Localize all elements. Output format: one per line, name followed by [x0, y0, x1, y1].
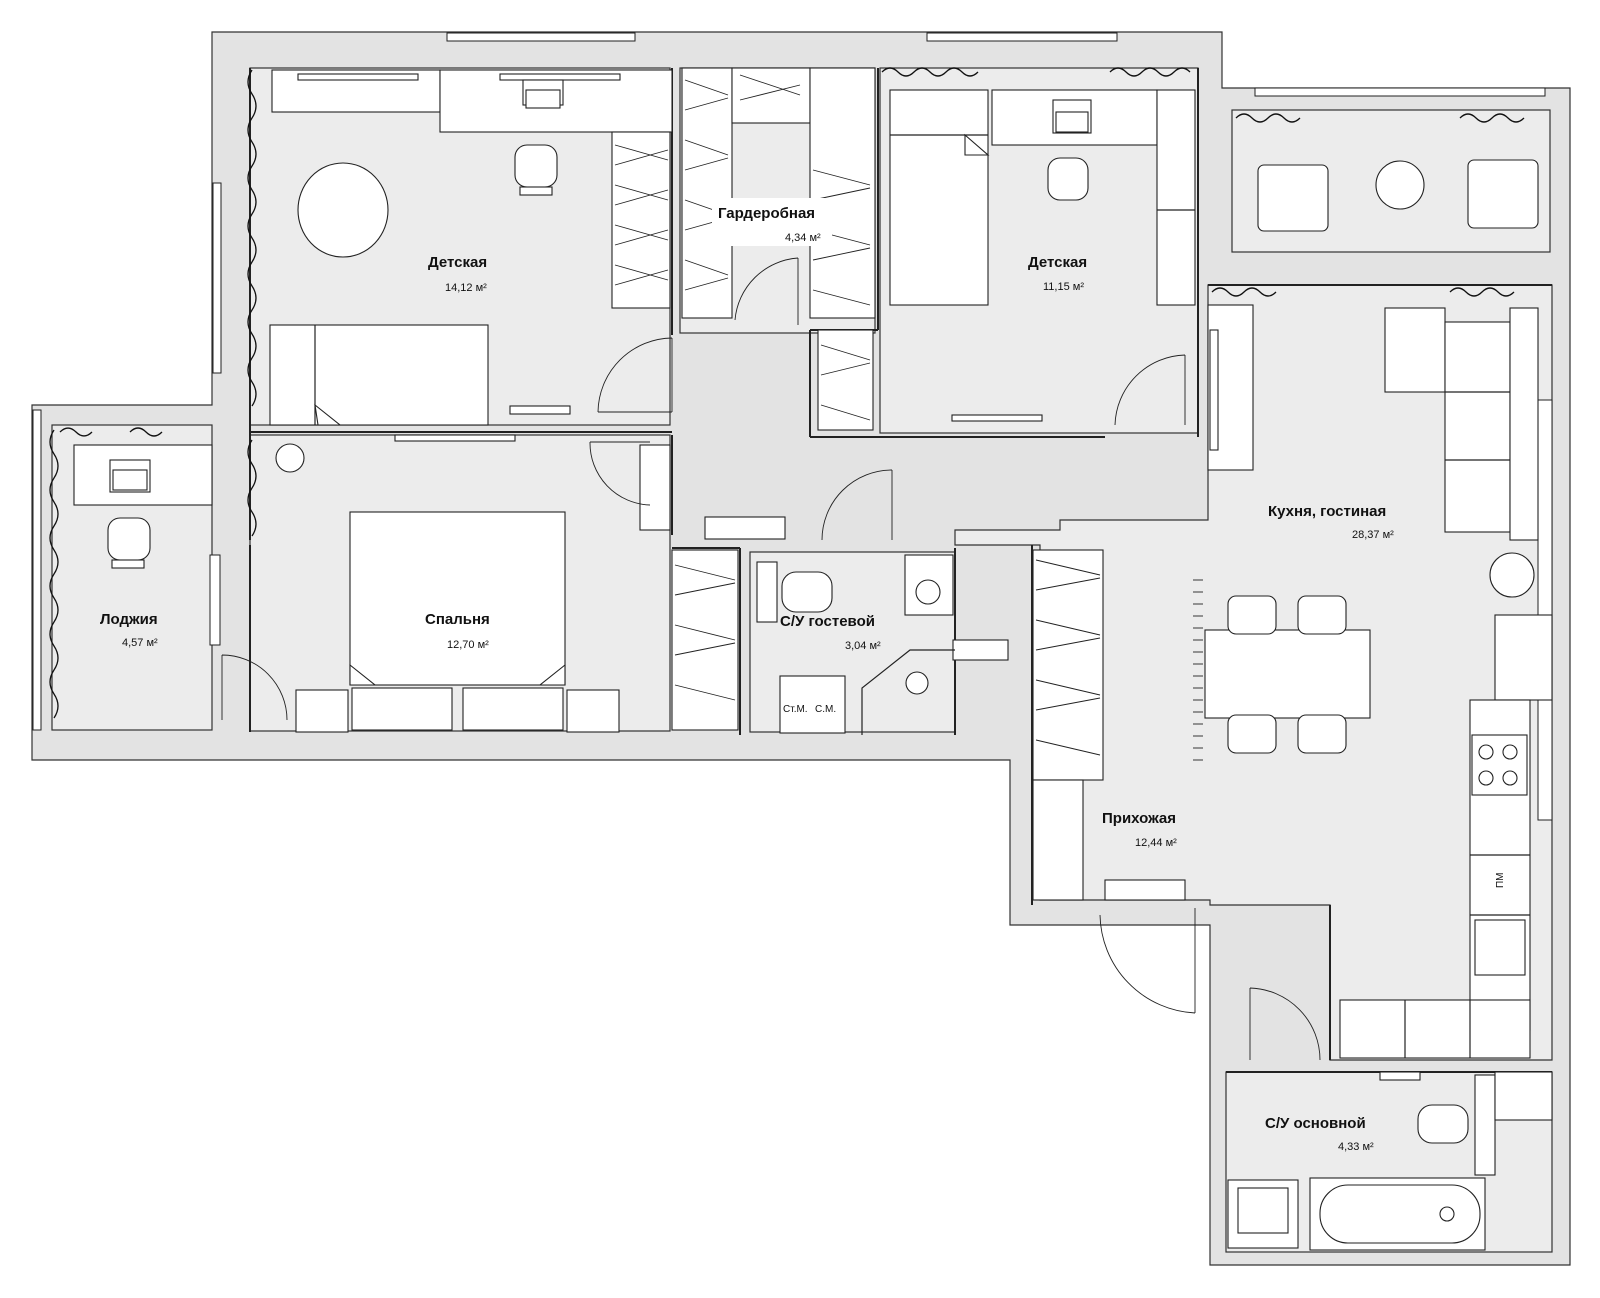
loggia-furniture — [49, 427, 213, 719]
round-rug — [297, 162, 389, 258]
room-loggia-area: 4,57 м² — [122, 637, 158, 649]
wardrobe-label-bg — [712, 198, 832, 246]
room-kids1-name: Детская — [428, 254, 487, 271]
wardrobe-door[interactable] — [734, 257, 799, 325]
room-bedroom-name: Спальня — [425, 611, 490, 628]
guest-bath-fixtures — [756, 554, 1009, 735]
wardrobe-hatch — [684, 74, 871, 421]
main-toilet — [1417, 1104, 1469, 1144]
sofa — [1384, 307, 1446, 393]
bedroom-furniture — [247, 434, 671, 733]
hall-wardrobe — [1032, 549, 1104, 781]
kids1-wardrobe-hatch — [614, 144, 669, 286]
room-kids2-area: 11,15 м² — [1043, 281, 1084, 293]
loggia-door[interactable] — [221, 654, 288, 721]
radiator-marks — [1193, 579, 1203, 761]
room-kids2-name: Детская — [1028, 254, 1087, 271]
room-kids1-area: 14,12 м² — [445, 282, 487, 294]
toilet — [781, 571, 833, 613]
hall-wardrobe-left — [671, 549, 739, 731]
room-main-bath-area: 4,33 м² — [1338, 1141, 1374, 1153]
kids2-furniture — [881, 67, 1196, 422]
double-bed — [349, 511, 566, 686]
kids1-wardrobe — [611, 131, 671, 309]
interior-walls — [249, 68, 1552, 1073]
room-kitchen-area: 28,37 м² — [1352, 529, 1394, 541]
room-bedroom-area: 12,70 м² — [447, 639, 489, 651]
room-loggia-name: Лоджия — [100, 611, 158, 628]
room-wardrobe-name: Гардеробная — [718, 205, 815, 222]
kids1-bed — [269, 324, 489, 426]
dishwasher-label: ПМ — [1495, 872, 1506, 888]
room-hall-area: 12,44 м² — [1135, 837, 1177, 849]
hall-wardrobe-hatch — [1035, 559, 1101, 756]
kids2-door[interactable] — [1114, 354, 1186, 426]
main-bath-fixtures — [1227, 1071, 1553, 1251]
bedroom-door[interactable] — [589, 441, 651, 506]
room-guest-bath-area: 3,04 м² — [845, 640, 881, 652]
dryer-label: Ст.М. — [783, 704, 808, 715]
room-main-bath-name: С/У основной — [1265, 1115, 1366, 1132]
kitchen-furniture — [1204, 287, 1553, 1059]
hall-wardrobe-left-hatch — [674, 564, 736, 701]
main-bath-door[interactable] — [1249, 987, 1321, 1061]
wardrobe-shelves — [681, 67, 876, 431]
room-hall-name: Прихожая — [1102, 810, 1176, 827]
entrance-door[interactable] — [1099, 908, 1196, 1014]
kids1-door[interactable] — [597, 337, 673, 413]
balcony-furniture — [1235, 113, 1539, 232]
washer-label: С.М. — [815, 704, 836, 715]
kids1-furniture — [247, 69, 673, 426]
windows — [32, 32, 1553, 821]
dining-table — [1204, 629, 1371, 719]
room-kitchen-name: Кухня, гостиная — [1268, 503, 1386, 520]
room-guest-bath-name: С/У гостевой — [780, 613, 875, 630]
guest-bath-door[interactable] — [821, 469, 893, 541]
room-wardrobe-area: 4,34 м² — [785, 232, 821, 244]
